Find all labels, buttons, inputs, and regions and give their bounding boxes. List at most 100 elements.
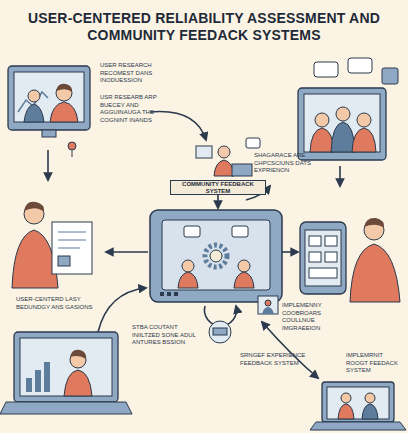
feedback-laptop-right xyxy=(322,382,394,422)
central-panel xyxy=(210,250,222,262)
phone-user xyxy=(364,218,384,228)
central-panel xyxy=(150,210,282,302)
central-panel xyxy=(232,226,248,237)
research-monitor xyxy=(56,84,72,92)
community-monitor xyxy=(331,122,355,152)
research-monitor xyxy=(72,150,73,157)
phone-user xyxy=(325,252,337,262)
research-monitor xyxy=(50,102,78,122)
flow-arrow xyxy=(339,166,341,186)
central-panel xyxy=(150,210,282,302)
research-monitor xyxy=(8,66,90,157)
community-monitor xyxy=(310,128,334,152)
image-icon xyxy=(262,307,274,314)
central-panel xyxy=(182,260,194,272)
phone-user xyxy=(309,236,321,246)
document-user xyxy=(12,230,58,288)
feedback-laptop xyxy=(0,402,132,414)
phone-user xyxy=(325,236,337,246)
research-monitor xyxy=(8,66,90,130)
image-icon xyxy=(258,296,278,314)
annotation-text: SRNGEF EXPERIENCE FEEDBACK SYSTEM xyxy=(240,352,308,367)
system-box: COMMUNITY FEEDBACK SYSTEM xyxy=(170,180,266,195)
laptop-user xyxy=(214,160,234,176)
flow-arrow xyxy=(282,251,298,253)
community-monitor xyxy=(382,68,398,84)
document-user xyxy=(58,240,86,241)
annotation-text: USER RESEARCH RECOMEST DANS INODUESSION xyxy=(100,62,170,85)
annotation-text: IMPLEMENNY COOBROARS COULLNUE IMGRAEEION xyxy=(282,302,346,332)
laptop-user xyxy=(196,138,260,176)
flow-arrow xyxy=(217,194,219,208)
phone-user xyxy=(350,244,400,302)
annotation-text: STBA COUTANT INIILTZED SONE ADUL ANTURES… xyxy=(132,324,202,347)
feedback-laptop xyxy=(26,378,32,392)
phone-user xyxy=(309,268,337,278)
research-monitor xyxy=(68,142,76,150)
feedback-laptop xyxy=(64,370,92,396)
laptop-user xyxy=(196,146,212,158)
box-label: COMMUNITY FEEDBACK SYSTEM xyxy=(171,181,265,194)
diagram-title: USER-CENTERED RELIABILITY ASSESSMENT AND… xyxy=(24,10,384,44)
community-monitor xyxy=(336,107,350,121)
central-panel xyxy=(167,292,171,296)
central-panel xyxy=(162,220,270,290)
phone-user xyxy=(309,252,321,262)
community-monitor xyxy=(314,62,338,77)
feedback-laptop-right xyxy=(365,393,375,403)
community-monitor xyxy=(304,94,380,152)
feedback-laptop xyxy=(44,362,50,392)
feedback-laptop xyxy=(70,350,86,359)
central-panel xyxy=(184,226,200,237)
central-panel xyxy=(178,272,198,288)
document-user xyxy=(58,256,70,266)
research-monitor xyxy=(42,130,56,137)
feedback-laptop xyxy=(20,338,112,396)
flow-arrow xyxy=(150,112,206,140)
laptop-user xyxy=(246,138,260,148)
laptop-user xyxy=(218,146,230,158)
feedback-laptop-right xyxy=(338,404,354,419)
feedback-laptop xyxy=(35,370,41,392)
community-monitor xyxy=(357,113,371,127)
laptop-user xyxy=(232,164,252,176)
phone-user xyxy=(300,222,346,294)
cycle-icon xyxy=(213,328,227,335)
research-monitor xyxy=(14,72,84,122)
community-monitor xyxy=(315,113,329,127)
community-monitor xyxy=(298,58,398,160)
document-user xyxy=(52,222,92,274)
annotation-text: SHAGARACE ARE CHPCSCIUNS DATS EXPRIENON xyxy=(254,152,332,175)
feedback-laptop-right xyxy=(341,393,351,403)
research-monitor xyxy=(28,90,40,102)
research-monitor xyxy=(24,104,44,122)
annotation-text: USER-CENTERD LASY BEDUNDGY ANS GASIONS xyxy=(16,296,96,311)
feedback-laptop xyxy=(14,332,118,402)
community-monitor xyxy=(348,58,372,73)
feedback-laptop xyxy=(0,332,132,414)
central-panel xyxy=(160,292,164,296)
phone-user xyxy=(300,218,400,302)
image-icon xyxy=(258,296,278,314)
cycle-icon xyxy=(209,321,231,343)
document-user xyxy=(24,202,44,212)
cycle-icon xyxy=(209,321,231,343)
community-monitor xyxy=(352,128,376,152)
community-monitor xyxy=(298,88,386,160)
feedback-laptop-right xyxy=(310,422,406,430)
flow-arrow xyxy=(47,150,49,180)
flow-arrow xyxy=(106,251,148,253)
central-panel xyxy=(238,260,250,272)
phone-user xyxy=(305,230,341,286)
central-panel xyxy=(205,245,227,267)
annotation-text: IMPLEMRNIT ROOGT FEEDACK SYSTEM xyxy=(346,352,404,375)
document-user xyxy=(58,232,86,233)
image-icon xyxy=(265,300,271,306)
document-user xyxy=(12,202,92,288)
feedback-laptop-right xyxy=(362,404,378,419)
document-user xyxy=(58,248,80,249)
central-panel xyxy=(234,272,254,288)
feedback-laptop-right xyxy=(310,382,406,430)
